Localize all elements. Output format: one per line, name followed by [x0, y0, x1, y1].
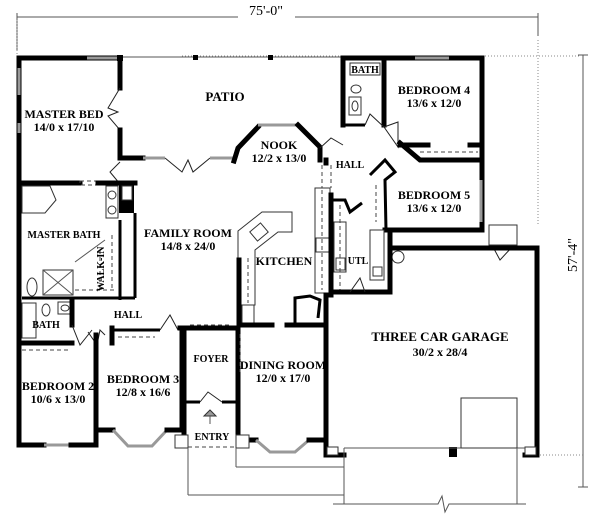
- driveway: [333, 448, 526, 514]
- room-bedroom-2: BEDROOM 2 10/6 x 13/0: [22, 379, 94, 406]
- room-master-bed: MASTER BED 14/0 x 17/10: [24, 107, 103, 134]
- room-bath-lower: BATH: [32, 320, 60, 331]
- svg-text:30/2 x 28/4: 30/2 x 28/4: [413, 345, 468, 359]
- bedroom-2-walls: [16, 332, 99, 448]
- svg-text:THREE CAR GARAGE: THREE CAR GARAGE: [371, 329, 508, 344]
- svg-text:BATH: BATH: [351, 65, 379, 76]
- room-nook: NOOK 12/2 x 13/0: [252, 138, 307, 165]
- room-foyer: FOYER: [194, 354, 230, 365]
- svg-text:ENTRY: ENTRY: [195, 432, 230, 443]
- svg-text:DINING ROOM: DINING ROOM: [240, 358, 326, 372]
- svg-text:KITCHEN: KITCHEN: [256, 254, 313, 268]
- room-entry: ENTRY: [195, 432, 230, 443]
- garage-walls: [323, 245, 540, 458]
- bath-lower-area: [16, 297, 93, 448]
- room-garage: THREE CAR GARAGE 30/2 x 28/4: [371, 329, 508, 359]
- bedroom-5-walls: [382, 180, 518, 261]
- room-kitchen: KITCHEN: [256, 254, 313, 268]
- svg-text:13/6 x 12/0: 13/6 x 12/0: [407, 201, 462, 215]
- svg-text:MASTER BED: MASTER BED: [24, 107, 103, 121]
- hall-upper: HALL: [319, 137, 398, 231]
- width-dimension-label: 75'-0": [249, 4, 283, 19]
- room-utl: UTL: [348, 256, 369, 267]
- bedroom-3-walls: [93, 327, 185, 448]
- master-bath-area: [21, 183, 137, 300]
- utility-area: [328, 198, 405, 295]
- room-walk-in: WALK-IN: [96, 246, 107, 292]
- room-hall-lower: HALL: [114, 310, 143, 321]
- svg-text:BEDROOM 4: BEDROOM 4: [398, 83, 470, 97]
- svg-text:12/8 x 16/6: 12/8 x 16/6: [116, 385, 171, 399]
- patio-outline: [117, 55, 345, 173]
- depth-dimension: 57'-4": [182, 40, 588, 488]
- depth-dimension-label: 57'-4": [566, 238, 581, 272]
- svg-text:14/8 x 24/0: 14/8 x 24/0: [161, 239, 216, 253]
- room-master-bath: MASTER BATH: [28, 230, 101, 241]
- svg-text:12/0 x 17/0: 12/0 x 17/0: [256, 371, 311, 385]
- svg-text:PATIO: PATIO: [205, 89, 244, 104]
- room-dining-room: DINING ROOM 12/0 x 17/0: [240, 358, 326, 385]
- svg-text:WALK-IN: WALK-IN: [96, 246, 107, 292]
- svg-text:HALL: HALL: [336, 160, 365, 171]
- svg-text:BEDROOM 2: BEDROOM 2: [22, 379, 94, 393]
- svg-text:12/2 x 13/0: 12/2 x 13/0: [252, 151, 307, 165]
- svg-text:NOOK: NOOK: [261, 138, 298, 152]
- room-bedroom-4: BEDROOM 4 13/6 x 12/0: [398, 83, 470, 110]
- svg-text:FOYER: FOYER: [194, 354, 230, 365]
- bedroom-4-walls: [340, 55, 485, 233]
- bath-upper: BATH: [348, 62, 381, 116]
- room-bedroom-5: BEDROOM 5 13/6 x 12/0: [398, 188, 470, 215]
- svg-text:13/6 x 12/0: 13/6 x 12/0: [407, 96, 462, 110]
- svg-text:MASTER BATH: MASTER BATH: [28, 230, 101, 241]
- svg-text:UTL: UTL: [348, 256, 369, 267]
- width-dimension: 75'-0": [16, 4, 539, 55]
- room-patio: PATIO: [205, 89, 244, 104]
- room-bedroom-3: BEDROOM 3 12/8 x 16/6: [107, 372, 179, 399]
- svg-text:FAMILY ROOM: FAMILY ROOM: [144, 226, 232, 240]
- svg-text:14/0 x 17/10: 14/0 x 17/10: [34, 120, 95, 134]
- master-bed-walls: [16, 55, 138, 303]
- hall-lower-area: [87, 314, 238, 347]
- kitchen-area: [236, 187, 334, 328]
- room-family-room: FAMILY ROOM 14/8 x 24/0: [144, 226, 232, 253]
- svg-text:10/6 x 13/0: 10/6 x 13/0: [31, 392, 86, 406]
- svg-text:BEDROOM 3: BEDROOM 3: [107, 372, 179, 386]
- nook-walls: [321, 157, 332, 188]
- svg-text:BEDROOM 5: BEDROOM 5: [398, 188, 470, 202]
- dining-walls: [235, 322, 329, 454]
- svg-text:BATH: BATH: [32, 320, 60, 331]
- svg-text:HALL: HALL: [114, 310, 143, 321]
